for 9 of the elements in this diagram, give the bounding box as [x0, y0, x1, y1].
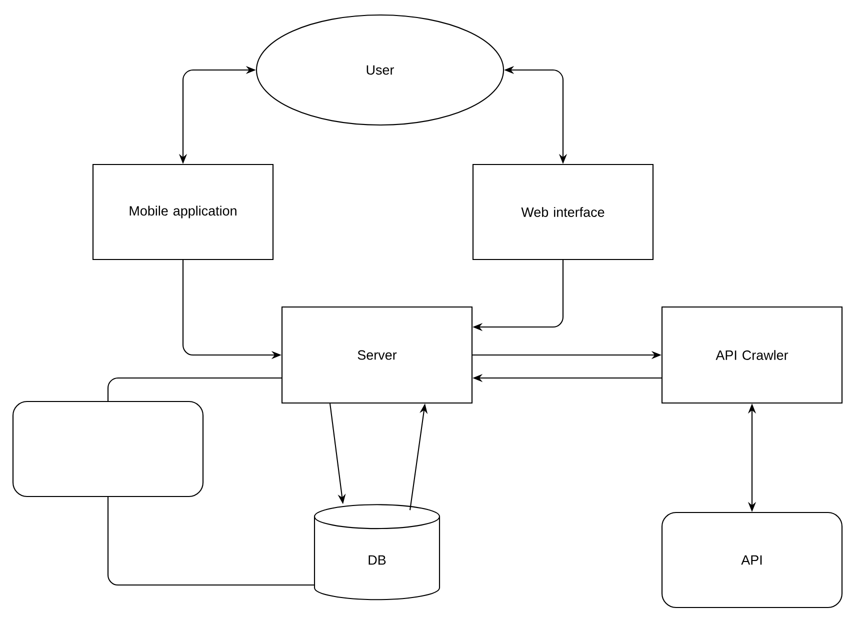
process-box: API Crawler — [661, 306, 843, 404]
connector-line — [107, 497, 314, 586]
process-box: Web interface — [472, 164, 654, 260]
rounded-box — [12, 400, 204, 498]
process-box: Server — [281, 306, 473, 404]
database-cylinder: DB — [314, 504, 440, 600]
rounded-box: API — [661, 512, 843, 608]
connector-line — [107, 377, 282, 401]
process-box: Mobile application — [92, 164, 274, 260]
